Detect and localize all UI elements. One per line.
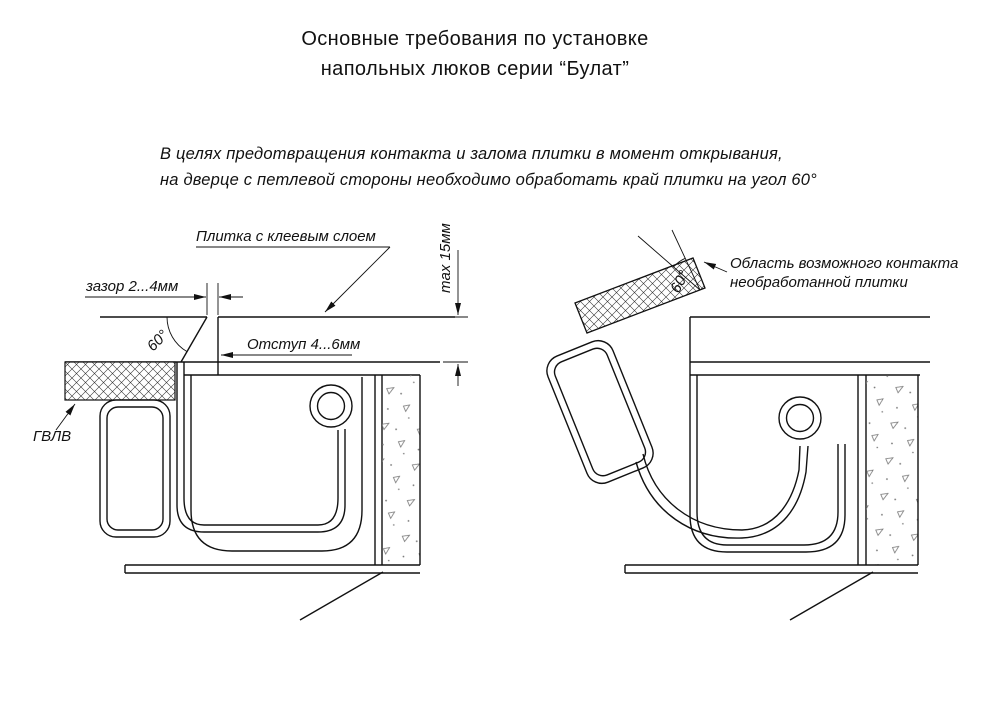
door-tube [99, 399, 171, 538]
gap-label: зазор 2...4мм [85, 278, 178, 295]
left-section-view: зазор 2...4мм 60° Плитка с клеевым слоем… [33, 223, 468, 621]
right-section-view: 60° Область возможного контакта необрабо… [546, 229, 958, 621]
max-height-label: max 15мм [437, 223, 454, 293]
note-line-2: на дверце с петлевой стороны необходимо … [160, 170, 817, 189]
open-door-pan [635, 445, 809, 539]
door-pan [176, 362, 346, 533]
section-break-line-right [789, 571, 874, 621]
offset-label: Отступ 4...6мм [247, 336, 360, 353]
gvl-label: ГВЛВ [33, 428, 71, 445]
right-tile-lines [689, 316, 930, 376]
tile-adhesive-leader [196, 246, 391, 313]
frame-right-wall-2 [857, 375, 867, 565]
concrete-fill-right [866, 375, 919, 565]
gvl-leader [55, 403, 76, 431]
hinge-pin [309, 384, 353, 428]
tile-bevel-edge [180, 316, 208, 363]
section-break-line [299, 571, 384, 621]
contact-area-label-1: Область возможного контакта [730, 255, 958, 272]
contact-area-label-2: необработанной плитки [730, 274, 909, 291]
bottom-flange-right [624, 564, 918, 621]
contact-area-leader [703, 261, 728, 273]
open-door-tile [574, 257, 706, 334]
angle-arc-left [166, 316, 188, 352]
note-line-1: В целях предотвращения контакта и залома… [160, 145, 783, 163]
title-line-2: напольных люков серии “Булат” [320, 58, 630, 80]
max-height-dimension [443, 250, 468, 386]
concrete-fill-left [382, 375, 421, 565]
installation-note: В целях предотвращения контакта и залома… [160, 142, 817, 193]
bottom-flange-left [124, 564, 420, 621]
title-line-1: Основные требования по установке [301, 28, 649, 50]
frame-right-wall [374, 375, 383, 565]
frame-channel [190, 375, 363, 552]
frame-channel-right [689, 375, 846, 553]
hinge-pin-right [778, 396, 822, 440]
drawing-title: Основные требования по установке напольн… [0, 24, 950, 84]
gap-dimension [85, 283, 243, 315]
gvl-board [64, 361, 176, 401]
tile-adhesive-label: Плитка с клеевым слоем [196, 228, 376, 245]
angle-label-left: 60° [144, 327, 172, 355]
contact-wedge [637, 229, 701, 291]
open-door-tube [546, 339, 654, 485]
